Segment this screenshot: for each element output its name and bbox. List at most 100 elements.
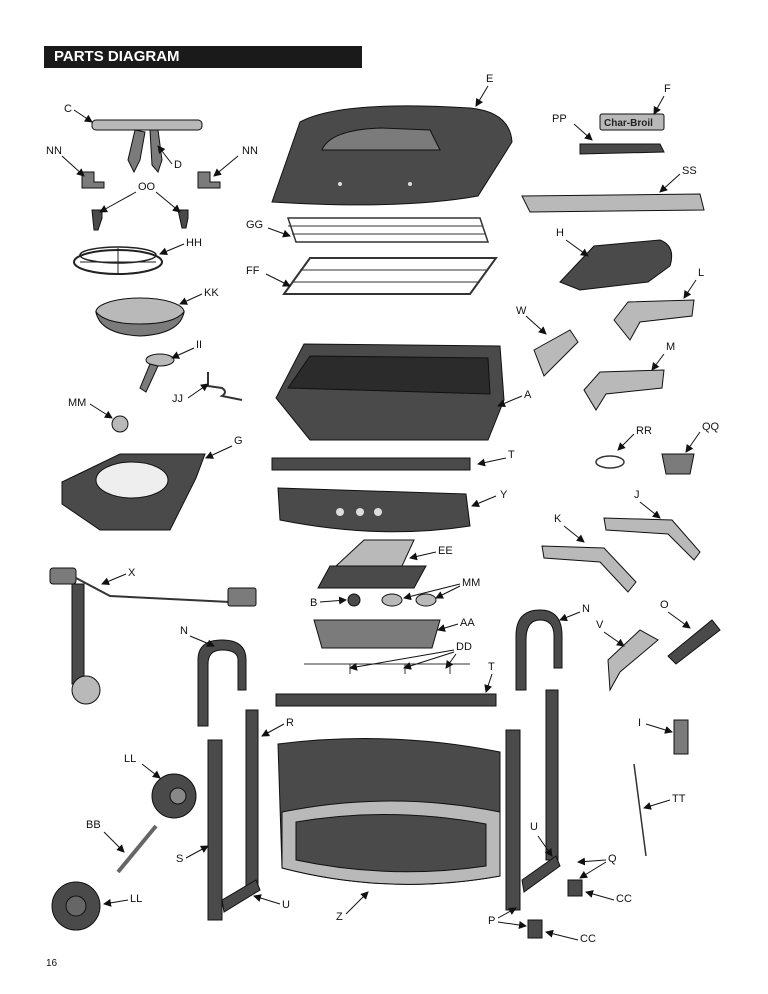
label-cc-lower: CC [580, 933, 596, 945]
label-l: L [698, 267, 704, 279]
part-dd-hooks [304, 663, 470, 674]
label-m: M [666, 341, 675, 353]
part-g-side-shelf [61, 453, 206, 531]
label-gg: GG [246, 219, 263, 231]
part-ee-heat-deflector [317, 539, 427, 589]
label-f: F [664, 83, 671, 95]
label-c: C [64, 103, 72, 115]
part-gg-warming-rack [286, 217, 490, 243]
part-ll-wheel-bottom [51, 881, 101, 931]
part-z-bottom-shelf [277, 738, 501, 885]
label-r: R [286, 717, 294, 729]
label-g: G [234, 435, 243, 447]
page-number: 16 [46, 958, 58, 969]
label-t-top: T [508, 449, 515, 461]
label-u-left: U [282, 899, 290, 911]
part-oo-valves [91, 209, 189, 231]
part-v-bracket [607, 629, 659, 692]
part-u-left-brace [221, 879, 261, 913]
label-kk: KK [204, 287, 219, 299]
part-bb-axle [116, 824, 158, 874]
part-y-control-panel [277, 487, 471, 533]
part-cc-leg-caps [527, 879, 583, 939]
label-i: I [638, 717, 641, 729]
label-e: E [486, 73, 493, 85]
part-mm-knob [111, 415, 129, 433]
label-t-bottom: T [488, 661, 495, 673]
part-j-bracket [603, 517, 701, 561]
label-v: V [596, 619, 604, 631]
part-rr-hanger [595, 455, 625, 469]
part-w-bracket [533, 329, 579, 377]
part-t-crossbar-bottom [275, 693, 497, 707]
part-right-leg-front [505, 729, 521, 911]
part-t-crossbar-top [271, 457, 471, 471]
part-ff-cooking-grate [282, 257, 498, 295]
label-nn-left: NN [46, 145, 62, 157]
part-l-bracket [613, 299, 695, 341]
label-n-left: N [180, 625, 188, 637]
label-o: O [660, 599, 669, 611]
part-ll-wheel-top [151, 773, 197, 819]
part-n-left-leg-top [197, 639, 247, 727]
label-ll-top: LL [124, 753, 136, 765]
label-ll-bottom: LL [130, 893, 142, 905]
label-mm-left: MM [68, 397, 86, 409]
label-y: Y [500, 489, 508, 501]
part-o-rail [667, 619, 721, 665]
part-n-right-leg-top [515, 609, 563, 691]
part-ii-burner [139, 353, 175, 393]
svg-text:Char-Broil: Char-Broil [604, 118, 653, 129]
label-mm-center: MM [462, 577, 480, 589]
label-j: J [634, 489, 640, 501]
label-x: X [128, 567, 136, 579]
part-s-left-leg [207, 739, 223, 921]
label-q: Q [608, 853, 617, 865]
label-w: W [516, 305, 527, 317]
label-qq: QQ [702, 421, 720, 433]
label-ss: SS [682, 165, 697, 177]
label-b: B [310, 597, 317, 609]
label-u-right: U [530, 821, 538, 833]
part-q-right-leg [545, 689, 559, 861]
page-title: PARTS DIAGRAM [44, 46, 362, 68]
part-b-knob [347, 593, 361, 607]
part-ss-heat-shield [521, 193, 705, 213]
part-aa-grease-tray [313, 619, 441, 649]
part-kk-bowl [95, 297, 185, 337]
part-k-bracket [541, 545, 637, 593]
label-s: S [176, 853, 183, 865]
part-pp-handle [579, 143, 665, 155]
label-dd: DD [456, 641, 472, 653]
label-cc-upper: CC [616, 893, 632, 905]
part-i-clip [673, 719, 689, 755]
label-rr: RR [636, 425, 652, 437]
part-r-left-leg [245, 709, 259, 891]
part-mm-knobs [381, 593, 437, 607]
part-qq-cup [661, 453, 695, 475]
part-jj-igniter [207, 372, 243, 401]
part-hh-grate [73, 246, 163, 275]
label-tt: TT [672, 793, 686, 805]
label-p: P [488, 915, 495, 927]
label-a: A [524, 389, 532, 401]
label-ff: FF [246, 265, 260, 277]
label-jj: JJ [172, 393, 183, 405]
callouts: C NN NN D OO HH KK II JJ MM G X N R LL B… [46, 73, 720, 945]
label-nn-right: NN [242, 145, 258, 157]
label-z: Z [336, 911, 343, 923]
part-c-burner-manifold [91, 119, 203, 174]
label-bb: BB [86, 819, 101, 831]
part-a-firebox [275, 343, 505, 441]
label-aa: AA [460, 617, 475, 629]
label-h: H [556, 227, 564, 239]
part-x-igniter [49, 567, 257, 705]
label-ee: EE [438, 545, 453, 557]
label-n-right: N [582, 603, 590, 615]
label-d: D [174, 159, 182, 171]
part-m-bracket [583, 369, 665, 411]
label-k: K [554, 513, 562, 525]
part-tt-igniter-wire [633, 763, 647, 857]
label-oo: OO [138, 181, 156, 193]
part-u-right-brace [521, 855, 561, 893]
